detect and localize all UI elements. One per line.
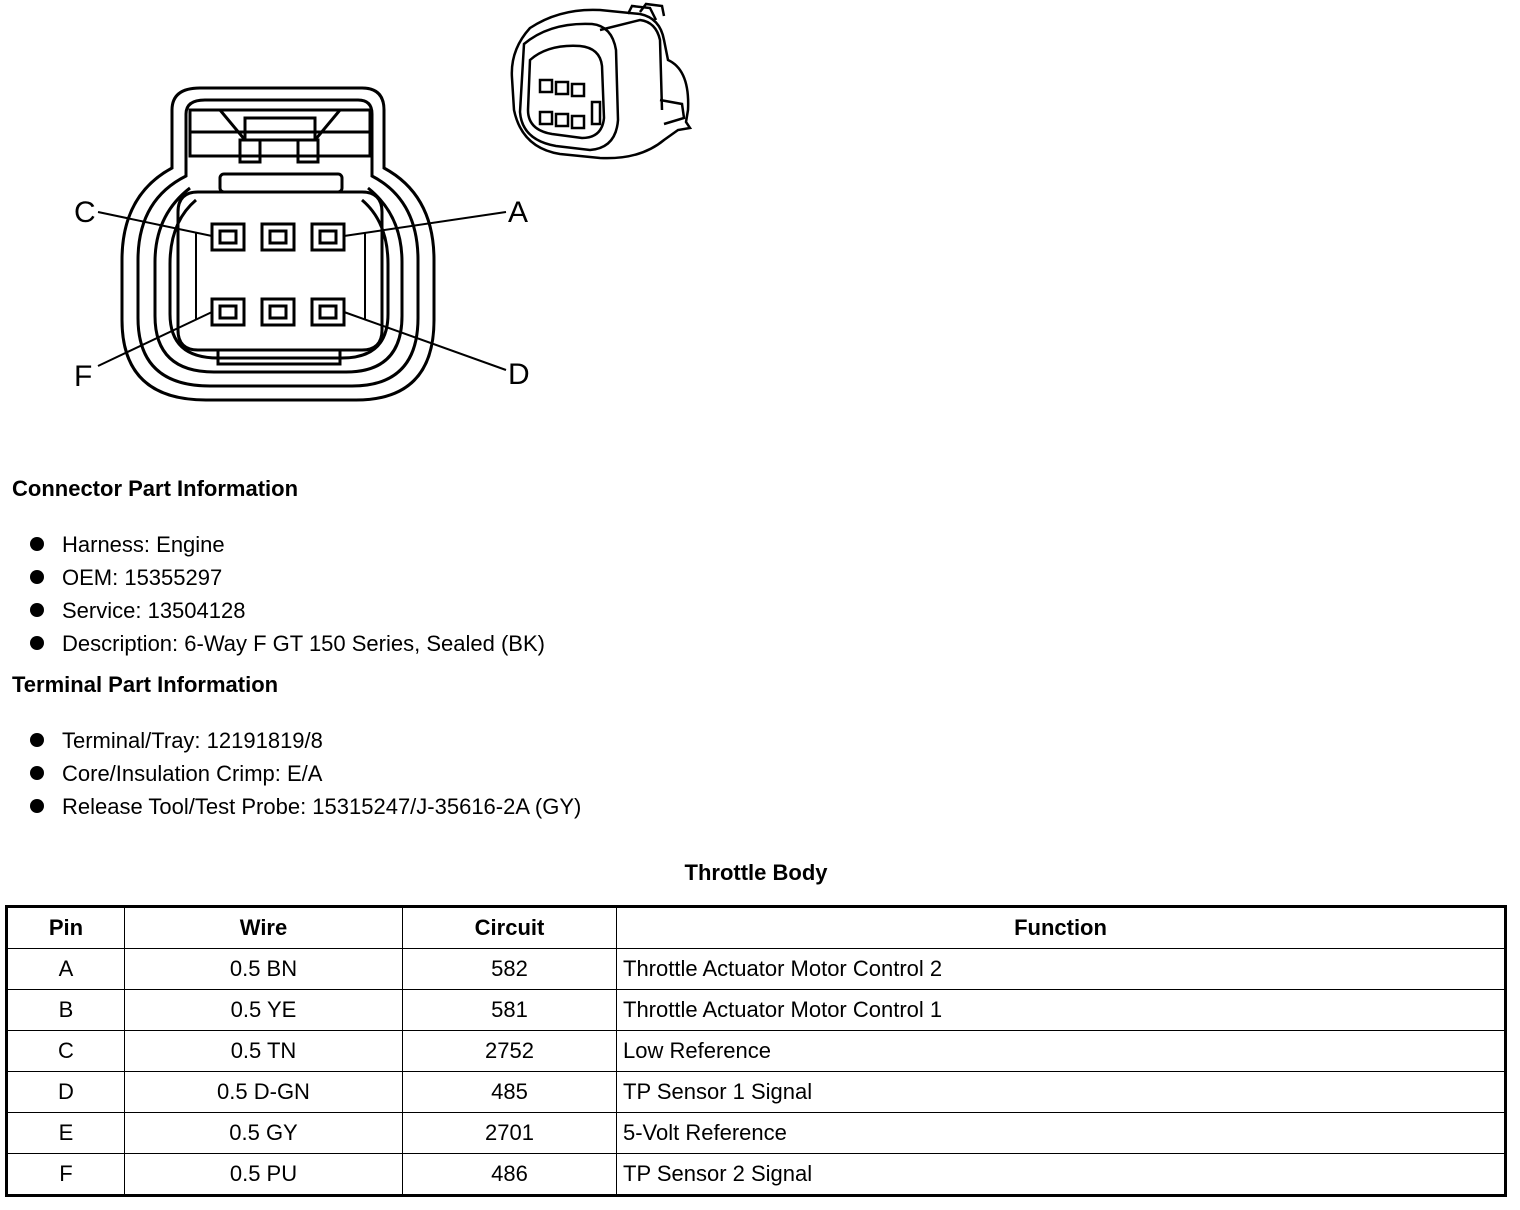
function-cell: Low Reference bbox=[616, 1030, 1506, 1072]
function-cell: 5-Volt Reference bbox=[616, 1112, 1506, 1154]
latch-base bbox=[218, 172, 344, 194]
bullet-icon bbox=[30, 733, 44, 747]
terminal-info-title: Terminal Part Information bbox=[12, 672, 279, 697]
column-header-wire: Wire bbox=[124, 906, 403, 949]
table-row: F 0.5 PU 486 TP Sensor 2 Signal bbox=[6, 1153, 1506, 1196]
list-item: Core/Insulation Crimp: E/A bbox=[30, 757, 581, 790]
list-item: OEM: 15355297 bbox=[30, 561, 545, 594]
column-header-pin: Pin bbox=[6, 906, 125, 949]
table-header-row: Pin Wire Circuit Function bbox=[6, 906, 1506, 949]
pin-label-c: C bbox=[74, 196, 96, 229]
housing-outline-4 bbox=[168, 198, 390, 360]
circuit-cell: 2701 bbox=[402, 1112, 617, 1154]
table-row: B 0.5 YE 581 Throttle Actuator Motor Con… bbox=[6, 989, 1506, 1031]
wire-cell: 0.5 PU bbox=[124, 1153, 403, 1196]
wire-cell: 0.5 GY bbox=[124, 1112, 403, 1154]
bullet-icon bbox=[30, 537, 44, 551]
pin-cell: A bbox=[6, 948, 125, 990]
circuit-cell: 2752 bbox=[402, 1030, 617, 1072]
connector-isometric-illustration bbox=[510, 2, 693, 160]
list-item: Service: 13504128 bbox=[30, 594, 545, 627]
table-title: Throttle Body bbox=[684, 860, 828, 885]
connector-face bbox=[176, 190, 384, 352]
latch-tab bbox=[243, 116, 317, 142]
connector-info-list: Harness: Engine OEM: 15355297 Service: 1… bbox=[30, 528, 545, 660]
pin-label-a: A bbox=[508, 196, 528, 229]
bullet-icon bbox=[30, 636, 44, 650]
pin-cell: B bbox=[6, 989, 125, 1031]
pinout-table: Pin Wire Circuit Function A 0.5 BN 582 T… bbox=[5, 905, 1507, 1197]
bullet-icon bbox=[30, 603, 44, 617]
wire-cell: 0.5 YE bbox=[124, 989, 403, 1031]
wire-cell: 0.5 TN bbox=[124, 1030, 403, 1072]
terminal-info-list: Terminal/Tray: 12191819/8 Core/Insulatio… bbox=[30, 724, 581, 823]
table-row: D 0.5 D-GN 485 TP Sensor 1 Signal bbox=[6, 1071, 1506, 1113]
table-row: E 0.5 GY 2701 5-Volt Reference bbox=[6, 1112, 1506, 1154]
housing-outline-2 bbox=[136, 98, 420, 388]
table-row: A 0.5 BN 582 Throttle Actuator Motor Con… bbox=[6, 948, 1506, 990]
column-header-function: Function bbox=[616, 906, 1506, 949]
table-row: C 0.5 TN 2752 Low Reference bbox=[6, 1030, 1506, 1072]
housing-outline-outer bbox=[120, 86, 436, 402]
bullet-icon bbox=[30, 799, 44, 813]
circuit-cell: 581 bbox=[402, 989, 617, 1031]
function-cell: Throttle Actuator Motor Control 1 bbox=[616, 989, 1506, 1031]
connector-face-diagram: C A F D bbox=[74, 2, 693, 402]
bullet-icon bbox=[30, 570, 44, 584]
housing-outline-3 bbox=[153, 186, 404, 374]
pin-label-f: F bbox=[74, 360, 92, 393]
list-item: Harness: Engine bbox=[30, 528, 545, 561]
pin-cell: E bbox=[6, 1112, 125, 1154]
list-item: Terminal/Tray: 12191819/8 bbox=[30, 724, 581, 757]
pin-cell: F bbox=[6, 1153, 125, 1196]
function-cell: Throttle Actuator Motor Control 2 bbox=[616, 948, 1506, 990]
list-item: Release Tool/Test Probe: 15315247/J-3561… bbox=[30, 790, 581, 823]
connector-info-title: Connector Part Information bbox=[12, 476, 299, 501]
pin-cell: C bbox=[6, 1030, 125, 1072]
pin-leader-lines bbox=[97, 211, 507, 371]
terminal-cavities bbox=[210, 222, 346, 327]
function-cell: TP Sensor 2 Signal bbox=[616, 1153, 1506, 1196]
list-item: Description: 6-Way F GT 150 Series, Seal… bbox=[30, 627, 545, 660]
pin-label-d: D bbox=[508, 358, 530, 391]
wire-cell: 0.5 BN bbox=[124, 948, 403, 990]
function-cell: TP Sensor 1 Signal bbox=[616, 1071, 1506, 1113]
circuit-cell: 486 bbox=[402, 1153, 617, 1196]
circuit-cell: 582 bbox=[402, 948, 617, 990]
column-header-circuit: Circuit bbox=[402, 906, 617, 949]
pin-cell: D bbox=[6, 1071, 125, 1113]
circuit-cell: 485 bbox=[402, 1071, 617, 1113]
bullet-icon bbox=[30, 766, 44, 780]
wire-cell: 0.5 D-GN bbox=[124, 1071, 403, 1113]
